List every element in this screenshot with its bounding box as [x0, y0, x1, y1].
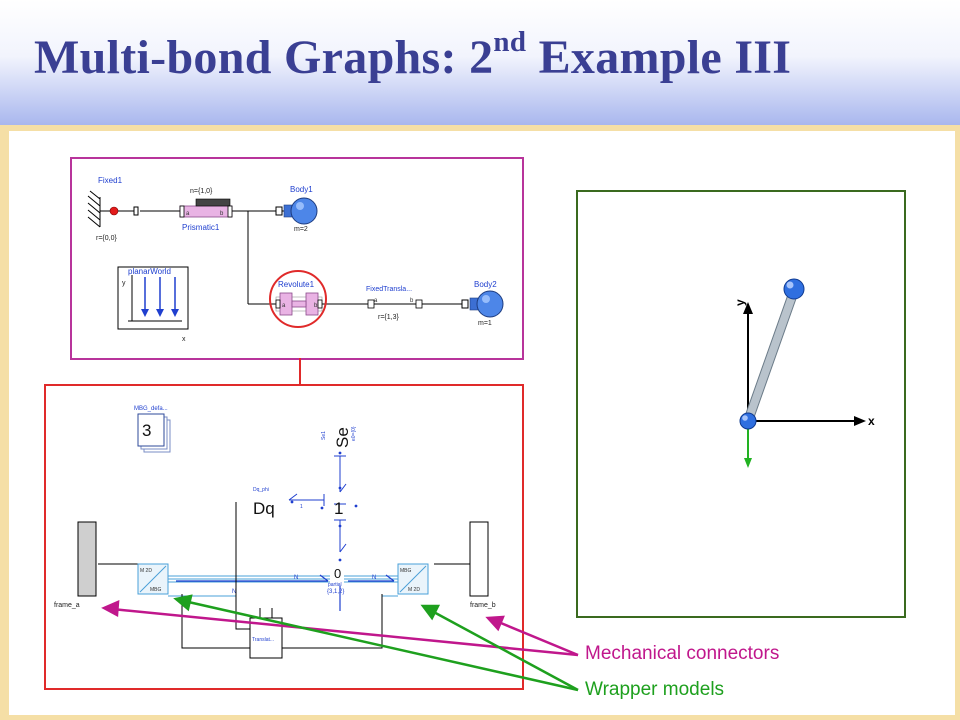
world-icon: [117, 266, 189, 330]
defaults-icon[interactable]: [137, 413, 171, 453]
world-axis-x: x: [182, 336, 186, 343]
planarworld-label: planarWorld: [128, 267, 171, 276]
body2-param: m=1: [478, 320, 492, 327]
multibond-graph-diagram: 3 MBG_defa... Se Se1 e0={0} Dq Dq_phi 1 …: [54, 406, 496, 659]
prismatic-port-b: b: [220, 211, 224, 217]
body1-flange: [275, 206, 283, 216]
one-small: 1: [300, 504, 303, 510]
fixedtrans-label: FixedTransla...: [366, 286, 412, 293]
prismatic-port-a: a: [186, 211, 190, 217]
body2-label: Body2: [474, 280, 497, 289]
revolute1-label: Revolute1: [278, 280, 315, 289]
bond-n3: N: [232, 589, 236, 595]
prismatic1-label: Prismatic1: [182, 223, 220, 232]
fixedtrans-flange-b: [415, 299, 423, 309]
body2-flange: [461, 299, 469, 309]
fixedtrans-param: r={1,3}: [378, 314, 399, 321]
slide-title-main: Multi-bond Graphs: 2: [34, 31, 494, 84]
multibond-graph-panel: 3 MBG_defa... Se Se1 e0={0} Dq Dq_phi 1 …: [44, 384, 524, 690]
callout-mechanical-connectors: Mechanical connectors: [585, 643, 780, 664]
world-axis-y: y: [122, 280, 126, 287]
revolute-highlight-circle: [269, 270, 327, 328]
wrapper-right-bottom: M 2D: [408, 587, 420, 593]
animation-view-panel: y x: [576, 190, 906, 618]
fixedtrans-flange-a: [367, 299, 375, 309]
dq-label: Dq: [253, 499, 275, 518]
callout-wrapper-models: Wrapper models: [585, 679, 725, 700]
slide-title-rest: Example III: [526, 31, 792, 84]
bond-n2: N: [372, 575, 376, 581]
wrapper-left-bottom: MBG: [150, 587, 162, 593]
animation-axis-y: y: [733, 299, 747, 306]
se-small-right: e0={0}: [351, 426, 357, 441]
revolute1-block[interactable]: [275, 292, 323, 316]
wrapper-left-top: M 2D: [140, 568, 152, 574]
slide-title-superscript: nd: [493, 26, 527, 58]
frame-a-label: frame_a: [54, 602, 80, 609]
se-label: Se: [333, 427, 352, 448]
fixed1-label: Fixed1: [98, 176, 123, 185]
fixedtrans-port-a: a: [374, 298, 378, 304]
revolute-port-b: b: [314, 303, 318, 309]
hatch-icon: [87, 190, 101, 228]
mechanical-model-diagram: Fixed1 r={0,0} a b n={1,0} Prismatic1 Bo…: [87, 176, 504, 343]
revolute-port-a: a: [282, 303, 286, 309]
zero-small: partial: [328, 582, 342, 588]
zoom-connector-line: [299, 358, 301, 386]
frame-a-connector[interactable]: [77, 521, 97, 597]
zero-param: {3,1,2}: [327, 589, 344, 595]
slide-title: Multi-bond Graphs: 2nd Example III: [34, 26, 792, 85]
wrapper-left-block[interactable]: [137, 563, 169, 595]
title-bar: Multi-bond Graphs: 2nd Example III: [0, 0, 960, 125]
mechanical-model-panel: Fixed1 r={0,0} a b n={1,0} Prismatic1 Bo…: [70, 157, 524, 360]
zero-junction: 0: [334, 566, 341, 581]
body1-param: m=2: [294, 226, 308, 233]
fixedtrans-port-b: b: [410, 298, 414, 304]
defaults-number: 3: [142, 421, 151, 440]
frame-b-connector[interactable]: [469, 521, 489, 597]
frame-b-label: frame_b: [470, 602, 496, 609]
prismatic1-block[interactable]: [179, 198, 233, 218]
wrapper-right-top: MBG: [400, 568, 412, 574]
animation-view: y x: [733, 278, 875, 468]
flange-icon: [133, 206, 139, 216]
dq-small: Dq_phi: [253, 487, 269, 493]
translat-label: Translat...: [252, 637, 274, 643]
fixed1-param: r={0,0}: [96, 235, 117, 242]
prismatic-direction: n={1,0}: [190, 188, 213, 195]
animation-axis-x: x: [868, 414, 875, 428]
se-small-left: Se1: [321, 431, 327, 440]
wrapper-right-block[interactable]: [397, 563, 429, 595]
one-junction: 1: [334, 499, 343, 518]
defaults-label: MBG_defa...: [134, 406, 168, 412]
body1-label: Body1: [290, 185, 313, 194]
bond-n1: N: [294, 575, 298, 581]
